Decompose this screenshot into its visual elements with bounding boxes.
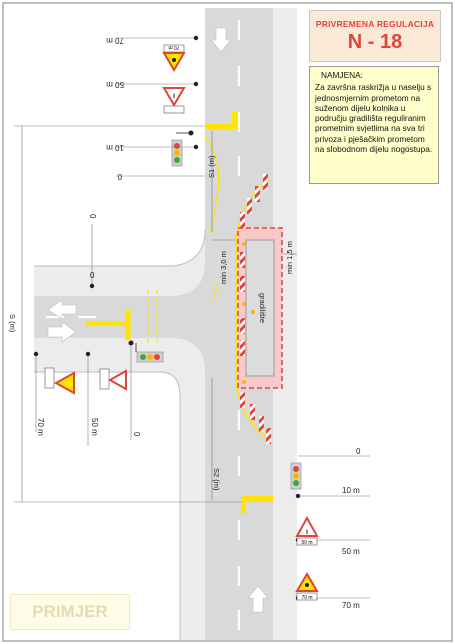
dist-left-0-upper: 0 bbox=[88, 214, 97, 219]
note-heading: NAMJENA: bbox=[321, 70, 363, 80]
roadworks-sign-top: 70 m bbox=[162, 44, 186, 72]
worksite-label: gradilište bbox=[258, 293, 267, 323]
traffic-light-top bbox=[171, 130, 194, 167]
barrier-2 bbox=[255, 186, 260, 202]
stop-line-side bbox=[86, 321, 130, 326]
svg-text:70 m: 70 m bbox=[301, 595, 312, 601]
dimension-labels: S1 (m) S2 (m) S (m) min 3,0 m min 1,5 m bbox=[8, 155, 294, 491]
curb-lower bbox=[34, 371, 181, 640]
dist-top-50: 50 m bbox=[106, 80, 124, 89]
dist-top-10: 10 m bbox=[106, 143, 124, 152]
reference-lines bbox=[14, 37, 370, 599]
barrier-1 bbox=[263, 174, 268, 190]
narrowing-sign-bottom: ǁ 50 m bbox=[295, 515, 319, 546]
roadworks-sign-side bbox=[44, 367, 75, 395]
label-s1: S1 (m) bbox=[207, 155, 216, 178]
arrow-right-icon bbox=[47, 321, 77, 343]
svg-text:70 m: 70 m bbox=[168, 44, 179, 50]
dist-bottom-0: 0 bbox=[356, 447, 361, 456]
scheme-code: N - 18 bbox=[347, 31, 403, 53]
stop-line-bottom bbox=[242, 496, 273, 502]
barrier-5 bbox=[240, 252, 245, 268]
stop-line-bottom-post bbox=[241, 496, 246, 514]
narrowing-sign-top: ǁ bbox=[162, 87, 186, 114]
svg-text:ǁ: ǁ bbox=[306, 530, 308, 536]
svg-text:ǁ: ǁ bbox=[173, 94, 175, 100]
arrow-left-icon bbox=[47, 299, 77, 320]
warning-lamp bbox=[242, 380, 246, 384]
label-side-min: min 1,5 m bbox=[285, 241, 294, 274]
barrier-7 bbox=[240, 318, 245, 334]
dist-bottom-10: 10 m bbox=[342, 486, 360, 495]
dist-top-70: 70 m bbox=[106, 36, 124, 45]
direction-arrows bbox=[47, 27, 269, 613]
barrier-10 bbox=[250, 404, 255, 420]
barrier-row bbox=[240, 174, 271, 444]
title-box: PRIVREMENA REGULACIJA N - 18 bbox=[309, 10, 441, 62]
svg-text:50 m: 50 m bbox=[301, 540, 312, 546]
yellow-curve-top bbox=[204, 135, 220, 233]
narrowing-sign-side bbox=[99, 368, 127, 391]
barrier-4 bbox=[240, 212, 245, 228]
label-s: S (m) bbox=[8, 314, 17, 333]
warning-lamp bbox=[242, 302, 246, 306]
title-label: PRIVREMENA REGULACIJA bbox=[315, 19, 435, 29]
dist-left-50: 50 m bbox=[90, 418, 99, 436]
barrier-8 bbox=[240, 340, 245, 356]
barrier-12 bbox=[266, 428, 271, 444]
arrow-down-icon bbox=[210, 27, 232, 53]
label-s2: S2 (m) bbox=[212, 468, 221, 491]
barrier-6 bbox=[240, 276, 245, 292]
arrow-up-icon bbox=[247, 585, 269, 613]
yellow-lane-shift bbox=[235, 179, 271, 441]
yellow-curve-bottom bbox=[211, 281, 219, 301]
dist-left-0-side: 0 bbox=[90, 271, 95, 280]
stop-line-top bbox=[205, 124, 237, 130]
distance-labels: 70 m 50 m 10 m 0 0 0 70 m 50 m 0 0 10 m … bbox=[36, 36, 361, 610]
warning-lamp bbox=[251, 310, 255, 314]
example-watermark: PRIMJER bbox=[10, 594, 130, 630]
barrier-9 bbox=[240, 392, 245, 408]
barrier-3 bbox=[247, 198, 252, 214]
stop-line-top-post bbox=[232, 112, 237, 130]
dist-left-70: 70 m bbox=[36, 418, 45, 436]
note-text: Za završna raskrižja u naselju s jednosm… bbox=[315, 82, 433, 155]
roadworks-sign-bottom: 70 m bbox=[295, 572, 319, 601]
warning-lamps bbox=[242, 242, 255, 384]
worksite-inner bbox=[245, 239, 275, 377]
dist-top-0: 0 bbox=[117, 172, 122, 181]
warning-lamp bbox=[242, 242, 246, 246]
curb-upper bbox=[34, 229, 206, 267]
dist-bottom-70: 70 m bbox=[342, 601, 360, 610]
traffic-light-bottom bbox=[290, 462, 302, 490]
dist-left-0-lower: 0 bbox=[132, 432, 141, 437]
barrier-11 bbox=[259, 416, 264, 432]
purpose-note: NAMJENA: Za završna raskrižja u naselju … bbox=[309, 66, 439, 184]
label-lane-min: min 3,0 m bbox=[219, 251, 228, 284]
traffic-light-side bbox=[128, 340, 164, 363]
dist-bottom-50: 50 m bbox=[342, 547, 360, 556]
reference-dots bbox=[33, 35, 301, 601]
